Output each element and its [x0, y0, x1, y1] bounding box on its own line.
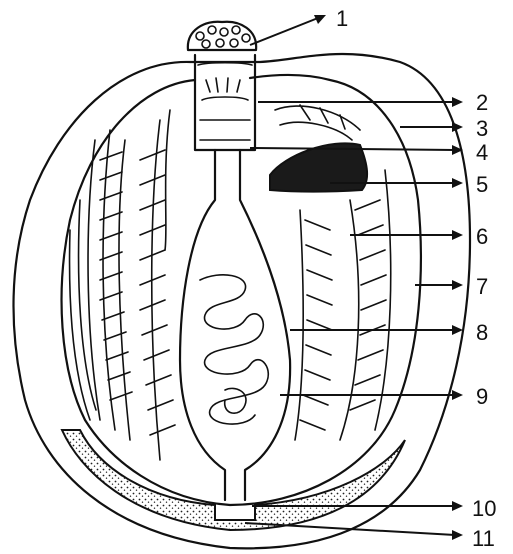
label-3: 3	[476, 116, 488, 141]
outer-tunic	[14, 54, 470, 548]
label-6: 6	[476, 224, 488, 249]
label-8: 8	[476, 320, 488, 345]
label-9: 9	[476, 384, 488, 409]
left-branchial-bars	[88, 110, 175, 460]
stippled-base	[62, 430, 405, 530]
oral-siphon	[195, 55, 255, 150]
intestine-coil	[225, 388, 246, 413]
dark-organ	[270, 143, 367, 191]
label-10: 10	[472, 496, 496, 521]
label-1: 1	[336, 6, 348, 31]
intestine-loops	[200, 275, 268, 424]
label-5: 5	[476, 172, 488, 197]
pharynx-tube	[180, 150, 290, 500]
label-2: 2	[476, 90, 488, 115]
label-11: 11	[472, 526, 495, 551]
label-4: 4	[476, 140, 488, 165]
leader-lines	[245, 15, 463, 540]
siphon-cap	[188, 22, 256, 50]
label-7: 7	[476, 274, 488, 299]
